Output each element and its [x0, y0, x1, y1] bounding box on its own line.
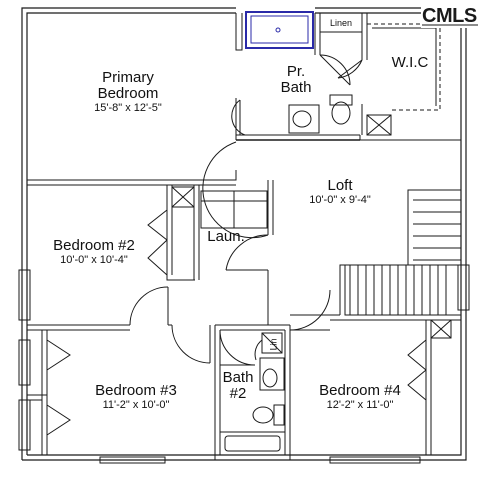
bath2: [214, 289, 331, 460]
bedroom2-label: Bedroom #2 10'-0" x 10'-4": [53, 238, 135, 266]
bedroom3-closets: [27, 330, 71, 455]
vanity: [288, 104, 320, 134]
linen-label: Linen: [330, 14, 352, 31]
primary-bedroom-walls: [27, 13, 360, 195]
toilet-tank: [329, 94, 353, 106]
bedroom2-name: Bedroom #2: [53, 237, 135, 254]
bath2-name-2: #2: [229, 384, 247, 402]
stairs: [339, 189, 462, 316]
bedroom2-dims: 10'-0" x 10'-4": [60, 253, 128, 266]
laundry-label: Laun.: [207, 229, 245, 245]
primary-bath-label: Pr. Bath: [281, 64, 312, 96]
toilet-bowl: [331, 101, 351, 125]
wic-name: W.I.C: [391, 54, 429, 71]
shower: [245, 11, 314, 49]
linen-small-name: Lin: [268, 338, 279, 351]
cmls-logo: CMLS: [421, 2, 479, 28]
primary-bedroom-dims: 15'-8" x 12'-5": [94, 101, 162, 114]
linen-wic: [320, 13, 461, 141]
bedroom4-label: Bedroom #4 12'-2" x 11'-0": [319, 383, 401, 411]
bedroom4-name: Bedroom #4: [319, 382, 401, 399]
primary-bath-name-2: Bath: [280, 78, 312, 96]
windows: [18, 264, 470, 464]
linen-name: Linen: [329, 18, 353, 28]
linen-small-label: Lin: [265, 338, 282, 350]
bedroom3-name: Bedroom #3: [95, 382, 177, 399]
bedroom3-dims: 11'-2" x 10'-0": [102, 398, 170, 411]
bedroom2-laundry: [27, 141, 274, 364]
bedroom4-walls: [290, 314, 461, 455]
loft-name: Loft: [327, 177, 353, 194]
primary-bath: [231, 11, 353, 136]
wic-label: W.I.C: [392, 55, 429, 71]
primary-bath-name-1: Pr.: [286, 63, 306, 80]
bath2-label: Bath #2: [223, 370, 254, 402]
loft-label: Loft 10'-0" x 9'-4": [309, 178, 371, 206]
bedroom3-label: Bedroom #3 11'-2" x 10'-0": [95, 383, 177, 411]
bath2-name-1: Bath: [222, 369, 254, 386]
laundry-name: Laun.: [207, 228, 245, 245]
primary-bedroom-label: Primary Bedroom 15'-8" x 12'-5": [94, 70, 162, 114]
cmls-logo-text: CMLS: [422, 5, 477, 27]
bedroom4-dims: 12'-2" x 11'-0": [326, 398, 394, 411]
primary-bedroom-name-1: Primary: [102, 69, 154, 86]
loft-dims: 10'-0" x 9'-4": [309, 193, 371, 206]
primary-bedroom-name-2: Bedroom: [97, 84, 159, 102]
